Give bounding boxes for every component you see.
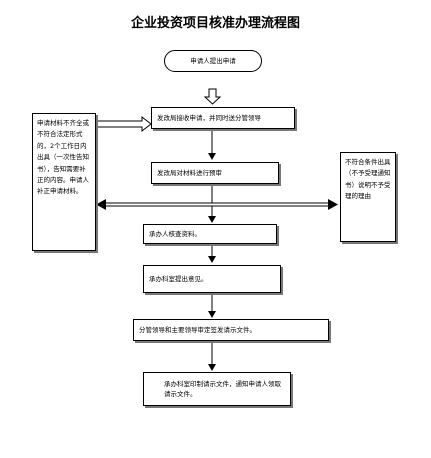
step-approve-label: 分管领导和主要领导审定签发请示文件。 <box>139 325 256 334</box>
branch-arrow-right <box>328 199 338 210</box>
side-note-right-text: 不符合条件出具（不予受理通知书）说明不予受理的理由 <box>345 158 391 201</box>
step-issue: 承办科室印制请示文件，通知申请人领取请示文件。 <box>143 372 291 406</box>
step-preliminary-review: 发改局对材料进行预审 <box>151 162 279 184</box>
step-verify: 承办人核查资料。 <box>143 224 277 244</box>
side-note-left: 申请材料不齐全或不符合法定形式的，2个工作日内出具（一次性告知书），告知需要补正… <box>32 113 96 251</box>
step-preliminary-review-label: 发改局对材料进行预审 <box>157 168 222 177</box>
step-verify-label: 承办人核查资料。 <box>149 229 201 238</box>
step-receive-label: 发改局接收申请，并同时送分管领导 <box>157 113 261 122</box>
side-note-right: 不符合条件出具（不予受理通知书）说明不予受理的理由 <box>340 152 396 242</box>
side-note-left-text: 申请材料不齐全或不符合法定形式的，2个工作日内出具（一次性告知书），告知需要补正… <box>37 119 89 196</box>
feedback-arrow <box>96 115 152 133</box>
page-title: 企业投资项目核准办理流程图 <box>130 16 300 31</box>
step-opinion: 承办科室提出意见。 <box>143 265 281 293</box>
step-issue-label: 承办科室印制请示文件，通知申请人领取请示文件。 <box>164 380 281 399</box>
start-node: 申请人提出申请 <box>164 50 262 72</box>
branch-arrow-left <box>96 199 106 210</box>
down-arrow-1 <box>203 88 222 105</box>
step-approve: 分管领导和主要领导审定签发请示文件。 <box>133 319 329 341</box>
step-opinion-label: 承办科室提出意见。 <box>149 274 208 283</box>
start-node-label: 申请人提出申请 <box>190 56 236 65</box>
step-receive: 发改局接收申请，并同时送分管领导 <box>151 107 295 129</box>
